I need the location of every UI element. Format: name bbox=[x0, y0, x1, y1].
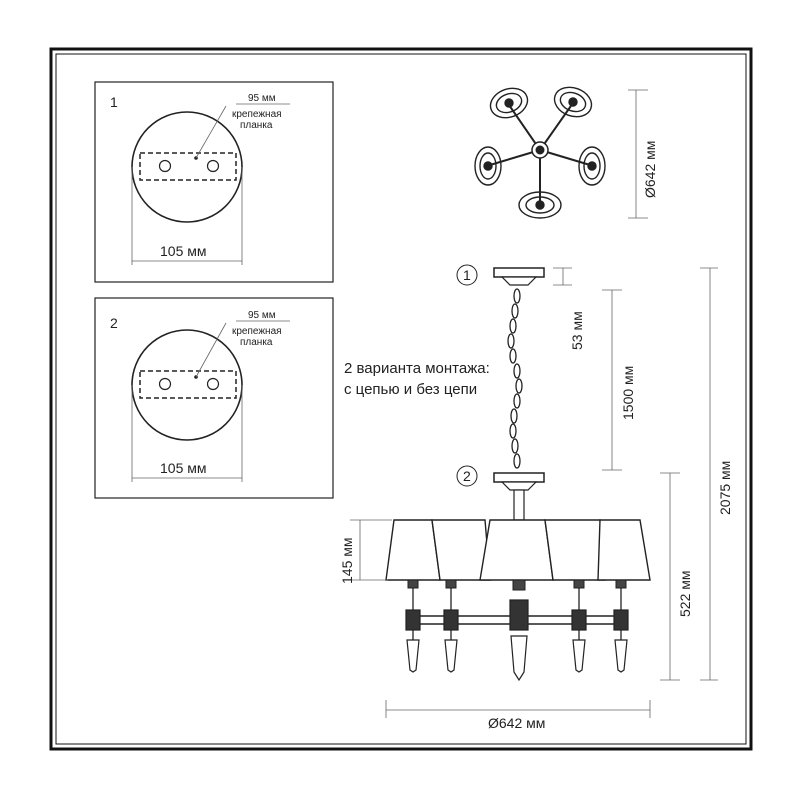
outer-frame bbox=[49, 47, 753, 751]
shade-top bbox=[518, 191, 562, 219]
width-label: 105 мм bbox=[160, 460, 207, 476]
mount-panel-number: 1 bbox=[110, 94, 118, 110]
mounting-note-line1: 2 варианта монтажа: bbox=[344, 360, 490, 377]
chain-length-label: 1500 мм bbox=[620, 366, 636, 420]
plate-label: планка bbox=[240, 337, 273, 348]
screw-hole bbox=[206, 159, 220, 173]
body-height-label: 522 мм bbox=[677, 571, 693, 618]
screw-hole bbox=[158, 159, 172, 173]
callout-variant-chain: 1 bbox=[463, 267, 471, 283]
mounting-bar bbox=[139, 152, 237, 181]
candle-cups bbox=[407, 579, 627, 591]
total-height-label: 2075 мм bbox=[717, 461, 733, 515]
crystal-pendants bbox=[405, 599, 629, 682]
top-view bbox=[474, 86, 606, 219]
screw-hole bbox=[206, 377, 220, 391]
lamp-shade bbox=[479, 519, 554, 581]
shade-height-label: 145 мм bbox=[339, 538, 355, 585]
callout-variant-no-chain: 2 bbox=[463, 468, 471, 484]
side-view: 1 2 bbox=[385, 264, 651, 682]
mounting-bar bbox=[139, 370, 237, 399]
chain bbox=[507, 288, 523, 469]
mounting-note-line2: с цепью и без цепи bbox=[344, 381, 477, 398]
shade-top bbox=[489, 87, 529, 119]
plate-label: крепежная bbox=[232, 326, 282, 337]
lamp-shade bbox=[385, 519, 441, 581]
screw-hole bbox=[158, 377, 172, 391]
mount-panel-2: 2 95 мм крепежная планка 105 мм bbox=[94, 297, 334, 499]
ceiling-plate bbox=[131, 329, 243, 441]
lamp-shade bbox=[597, 519, 651, 581]
shade-top bbox=[474, 146, 502, 186]
ceiling-plate bbox=[131, 111, 243, 223]
plate-label: крепежная bbox=[232, 109, 282, 120]
mount-panel-1: 1 95 мм крепежная планка 105 мм bbox=[94, 81, 334, 283]
bar-label: 95 мм bbox=[248, 310, 276, 321]
mount-panel-number: 2 bbox=[110, 315, 118, 331]
width-label: 105 мм bbox=[160, 243, 207, 259]
canopy-height-label: 53 мм bbox=[569, 311, 585, 350]
top-diameter-label: Ø642 мм bbox=[642, 141, 658, 198]
lamp-shade bbox=[544, 519, 606, 581]
bottom-diameter-label: Ø642 мм bbox=[488, 715, 545, 731]
bar-label: 95 мм bbox=[248, 93, 276, 104]
shade-top bbox=[578, 146, 606, 186]
plate-label: планка bbox=[240, 120, 273, 131]
shade-top bbox=[553, 86, 593, 118]
inner-frame bbox=[55, 53, 747, 745]
